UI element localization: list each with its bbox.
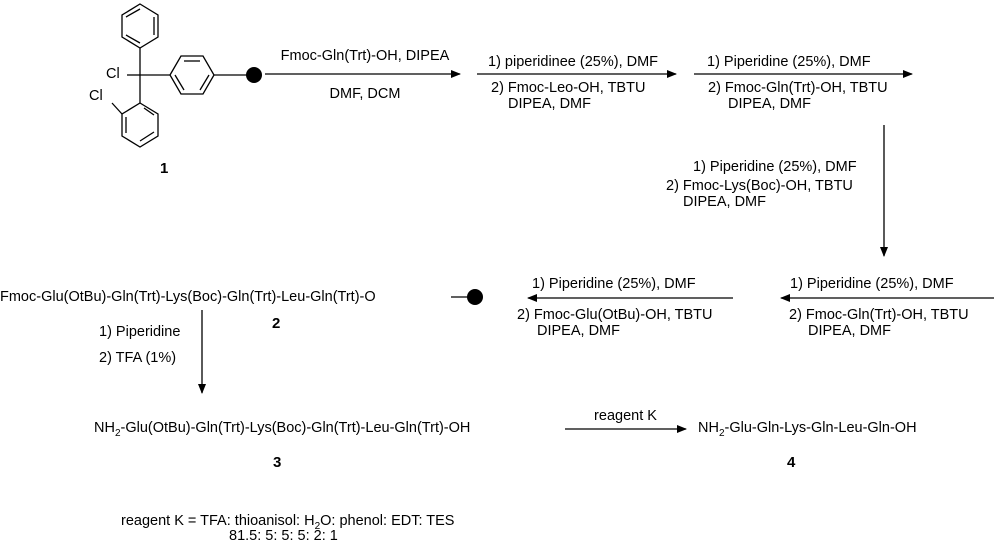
compound4-formula: NH2-Glu-Gln-Lys-Gln-Leu-Gln-OH <box>698 420 917 442</box>
compound4-formula-subscript: 2 <box>718 427 725 439</box>
step1-reagents-above: Fmoc-Gln(Trt)-OH, DIPEA <box>280 48 450 64</box>
step4-line2: 2) Fmoc-Lys(Boc)-OH, TBTU <box>666 178 853 194</box>
step5-line2: 2) Fmoc-Gln(Trt)-OH, TBTU <box>789 307 969 323</box>
step5-line3: DIPEA, DMF <box>808 323 891 339</box>
resin-bead-1 <box>246 67 262 83</box>
step7-line2: 2) TFA (1%) <box>99 350 177 366</box>
compound4-formula-rest: -Glu-Gln-Lys-Gln-Leu-Gln-OH <box>724 420 917 436</box>
compound3-formula: NH2-Glu(OtBu)-Gln(Trt)-Lys(Boc)-Gln(Trt)… <box>94 420 470 442</box>
step3-line3: DIPEA, DMF <box>728 96 811 112</box>
reagent-k-text-b: O: phenol: EDT: TES <box>320 513 455 529</box>
step6-line1: 1) Piperidine (25%), DMF <box>532 276 696 292</box>
compound-label-3: 3 <box>273 454 282 471</box>
step4-line3: DIPEA, DMF <box>683 194 766 210</box>
step3-line2: 2) Fmoc-Gln(Trt)-OH, TBTU <box>708 80 888 96</box>
chlorine-label-central: Cl <box>106 66 120 82</box>
compound2-formula: Fmoc-Glu(OtBu)-Gln(Trt)-Lys(Boc)-Gln(Trt… <box>0 289 376 305</box>
step1-reagents-below: DMF, DCM <box>329 86 401 102</box>
compound3-formula-rest: -Glu(OtBu)-Gln(Trt)-Lys(Boc)-Gln(Trt)-Le… <box>120 420 471 436</box>
step2-line2: 2) Fmoc-Leo-OH, TBTU <box>491 80 646 96</box>
compound3-formula-subscript: 2 <box>114 427 121 439</box>
reagent-k-ratio: 81.5: 5: 5: 5: 2: 1 <box>229 528 338 544</box>
step7-line1: 1) Piperidine <box>99 324 181 340</box>
compound-label-2: 2 <box>272 315 281 332</box>
compound3-formula-prefix: NH <box>94 420 115 436</box>
compound4-formula-prefix: NH <box>698 420 719 436</box>
step6-line2: 2) Fmoc-Glu(OtBu)-OH, TBTU <box>517 307 713 323</box>
step4-line1: 1) Piperidine (25%), DMF <box>693 159 857 175</box>
chlorine-label-ring: Cl <box>89 88 103 104</box>
step6-line3: DIPEA, DMF <box>537 323 620 339</box>
compound-label-4: 4 <box>787 454 796 471</box>
reagent-k-subscript: 2 <box>314 520 321 532</box>
step2-line3: DIPEA, DMF <box>508 96 591 112</box>
compound-label-1: 1 <box>160 160 169 177</box>
chlorotrityl-resin-structure <box>111 3 247 148</box>
resin-bead-2 <box>467 289 483 305</box>
step3-line1: 1) Piperidine (25%), DMF <box>707 54 871 70</box>
reagent-k-definition: reagent K = TFA: thioanisol: H2O: phenol… <box>121 513 454 535</box>
step5-line1: 1) Piperidine (25%), DMF <box>790 276 954 292</box>
step2-line1: 1) piperidinee (25%), DMF <box>488 54 659 70</box>
reagent-k-text-a: reagent K = TFA: thioanisol: H <box>121 513 315 529</box>
step8-reagent: reagent K <box>594 408 657 424</box>
